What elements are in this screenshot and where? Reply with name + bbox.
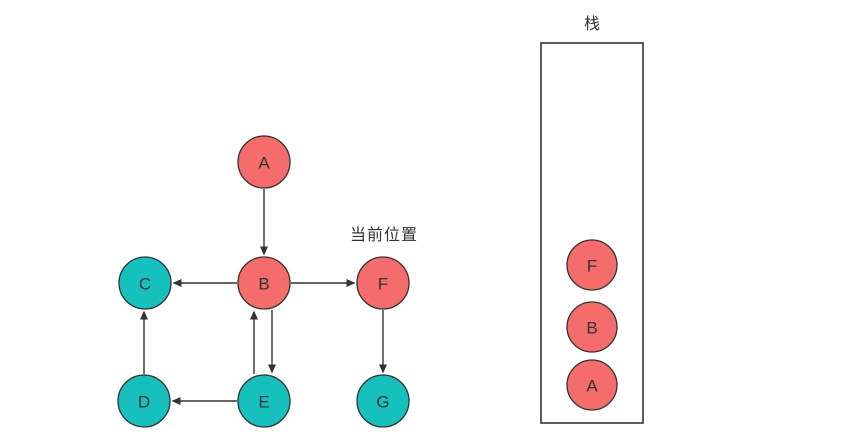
graph-node-label-C: C [139,275,151,294]
stack-item-label-A: A [586,377,598,396]
graph-node-label-E: E [258,393,269,412]
graph-node-C [118,256,172,310]
graph-node-D [117,374,171,428]
graph-node-F [356,256,410,310]
graph-node-label-D: D [138,393,150,412]
graph-node-label-G: G [376,393,389,412]
stack-item-label-F: F [587,257,597,276]
stack-item-A [566,359,618,411]
graph-node-label-F: F [378,275,388,294]
graph-node-E [237,374,291,428]
graph-node-B [237,256,291,310]
stack-item-F [566,239,618,291]
stack-item-label-B: B [586,319,597,338]
stack-item-B [566,301,618,353]
stack-title: 栈 [583,16,601,33]
graph-node-label-B: B [258,275,269,294]
graph-node-G [356,374,410,428]
graph-node-A [237,135,291,189]
graph-node-label-A: A [258,154,270,173]
current-position-label: 当前位置 [349,227,419,244]
